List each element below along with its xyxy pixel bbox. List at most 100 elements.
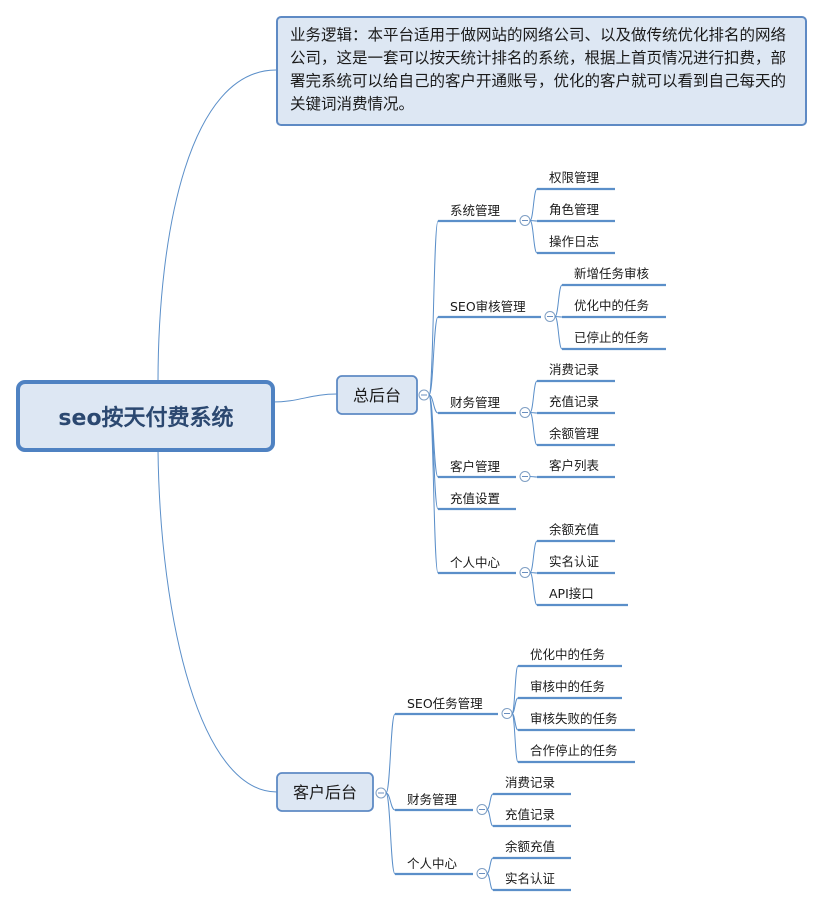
client-label: 客户后台 — [293, 783, 357, 802]
edge-client-group-2-item-0 — [486, 857, 494, 874]
admin-group-0-item-1[interactable]: 角色管理 — [537, 202, 615, 223]
client-group-0-item-0[interactable]: 优化中的任务 — [518, 647, 622, 668]
admin-group-5[interactable]: 个人中心 — [438, 555, 516, 575]
admin-group-5-item-2[interactable]: API接口 — [537, 586, 628, 607]
admin-group-1[interactable]: SEO审核管理 — [438, 299, 541, 319]
edge-admin-group-1-item-0 — [554, 284, 563, 317]
admin-group-2-item-1[interactable]: 充值记录 — [537, 394, 615, 415]
edge-client-group-2-item-1 — [486, 873, 494, 891]
admin-group-1-item-2-label: 已停止的任务 — [574, 330, 649, 345]
edge-admin-group-5-item-1 — [529, 572, 538, 574]
client-group-2-item-1-label: 实名认证 — [505, 871, 556, 886]
edge-client-group-0-item-1 — [511, 697, 519, 714]
edge-admin-group-1-item-2 — [554, 316, 563, 350]
edge-admin-group-1 — [428, 316, 439, 396]
admin-group-4[interactable]: 充值设置 — [438, 491, 516, 511]
client-group-0-item-0-label: 优化中的任务 — [530, 647, 605, 662]
client-group-0-item-3-label: 合作停止的任务 — [530, 743, 618, 758]
root-connectors — [157, 69, 338, 793]
admin-group-3-item-0-label: 客户列表 — [549, 458, 600, 473]
edge-admin-group-5-item-2 — [529, 572, 538, 606]
admin-group-5-item-1[interactable]: 实名认证 — [537, 554, 615, 575]
admin-group-0-item-2[interactable]: 操作日志 — [537, 234, 615, 255]
client-group-1-label: 财务管理 — [407, 792, 458, 807]
admin-group-5-collapse-icon[interactable] — [519, 567, 531, 578]
admin-group-3-label: 客户管理 — [450, 459, 501, 474]
client-group-1-item-0[interactable]: 消费记录 — [493, 775, 571, 796]
client-group-2[interactable]: 个人中心 — [395, 856, 473, 876]
admin-group-0[interactable]: 系统管理 — [438, 203, 516, 223]
edge-client-group-0-item-0 — [511, 665, 519, 714]
admin-group-3-item-0[interactable]: 客户列表 — [537, 458, 615, 479]
admin-collapse-icon[interactable] — [418, 389, 430, 401]
edge-admin-group-2-item-2 — [529, 412, 538, 446]
admin-group-2[interactable]: 财务管理 — [438, 395, 516, 415]
client-group-1-collapse-icon[interactable] — [476, 804, 488, 815]
edge-admin-group-3-item-0 — [529, 476, 538, 478]
admin-group-1-item-0-label: 新增任务审核 — [574, 266, 650, 281]
edge-root-note — [157, 69, 277, 384]
admin-group-0-item-0-label: 权限管理 — [549, 170, 600, 185]
admin-node[interactable]: 总后台 — [336, 375, 418, 415]
client-group-2-item-0-label: 余额充值 — [505, 839, 555, 854]
admin-group-5-item-0-label: 余额充值 — [549, 522, 599, 537]
client-node[interactable]: 客户后台 — [276, 772, 374, 812]
edge-client-group-0 — [385, 713, 396, 794]
admin-group-0-label: 系统管理 — [450, 203, 501, 218]
root-label: seo按天付费系统 — [58, 405, 233, 431]
admin-group-1-item-1[interactable]: 优化中的任务 — [562, 298, 666, 319]
admin-group-0-item-2-label: 操作日志 — [549, 234, 599, 249]
client-group-0-item-1-label: 审核中的任务 — [530, 679, 605, 694]
edge-root-admin — [271, 393, 338, 403]
admin-group-0-collapse-icon[interactable] — [519, 215, 531, 226]
edge-client-group-1-item-0 — [486, 793, 494, 810]
client-group-1[interactable]: 财务管理 — [395, 792, 473, 812]
client-group-0-item-3[interactable]: 合作停止的任务 — [518, 743, 635, 764]
business-logic-note: 业务逻辑：本平台适用于做网站的网络公司、以及做传统优化排名的网络公司，这是一套可… — [276, 16, 807, 126]
edge-admin-group-2-item-0 — [529, 380, 538, 413]
admin-group-3-collapse-icon[interactable] — [519, 471, 531, 482]
admin-group-1-item-1-label: 优化中的任务 — [574, 298, 649, 313]
client-group-0-label: SEO任务管理 — [407, 696, 483, 711]
admin-group-1-item-2[interactable]: 已停止的任务 — [562, 330, 666, 351]
admin-group-2-item-0[interactable]: 消费记录 — [537, 362, 615, 383]
client-group-1-item-0-label: 消费记录 — [505, 775, 555, 790]
client-group-0[interactable]: SEO任务管理 — [395, 696, 498, 716]
client-group-2-collapse-icon[interactable] — [476, 868, 488, 879]
admin-group-5-item-0[interactable]: 余额充值 — [537, 522, 615, 543]
client-collapse-icon[interactable] — [375, 787, 387, 799]
client-group-0-item-2-label: 审核失败的任务 — [530, 711, 618, 726]
admin-group-4-label: 充值设置 — [450, 491, 500, 506]
business-logic-text: 业务逻辑：本平台适用于做网站的网络公司、以及做传统优化排名的网络公司，这是一套可… — [290, 26, 787, 113]
admin-group-1-item-0[interactable]: 新增任务审核 — [562, 266, 666, 287]
admin-group-2-item-1-label: 充值记录 — [549, 394, 599, 409]
edge-admin-group-3 — [428, 394, 439, 478]
client-group-1-item-1-label: 充值记录 — [505, 807, 555, 822]
admin-group-5-label: 个人中心 — [450, 555, 501, 570]
edge-root-client — [157, 449, 278, 793]
admin-group-0-item-0[interactable]: 权限管理 — [537, 170, 615, 191]
admin-label: 总后台 — [353, 386, 401, 405]
client-group-0-item-2[interactable]: 审核失败的任务 — [518, 711, 635, 732]
client-group-0-collapse-icon[interactable] — [501, 708, 513, 719]
client-group-2-item-0[interactable]: 余额充值 — [493, 839, 571, 860]
admin-group-2-item-0-label: 消费记录 — [549, 362, 599, 377]
admin-group-2-item-2[interactable]: 余额管理 — [537, 426, 615, 447]
admin-group-0-item-1-label: 角色管理 — [549, 202, 600, 217]
admin-group-2-collapse-icon[interactable] — [519, 407, 531, 418]
client-group-1-item-1[interactable]: 充值记录 — [493, 807, 571, 828]
client-group-2-item-1[interactable]: 实名认证 — [493, 871, 571, 892]
root-node[interactable]: seo按天付费系统 — [16, 380, 275, 452]
edge-admin-group-1-item-1 — [554, 316, 563, 318]
edge-admin-group-0-item-2 — [529, 220, 538, 254]
admin-group-5-item-1-label: 实名认证 — [549, 554, 600, 569]
edge-admin-group-5 — [428, 394, 439, 574]
admin-group-3[interactable]: 客户管理 — [438, 459, 516, 479]
edge-admin-group-5-item-0 — [529, 540, 538, 573]
admin-group-1-collapse-icon[interactable] — [544, 311, 556, 322]
admin-group-1-label: SEO审核管理 — [450, 299, 526, 314]
client-group-0-item-1[interactable]: 审核中的任务 — [518, 679, 622, 700]
admin-group-2-label: 财务管理 — [450, 395, 501, 410]
